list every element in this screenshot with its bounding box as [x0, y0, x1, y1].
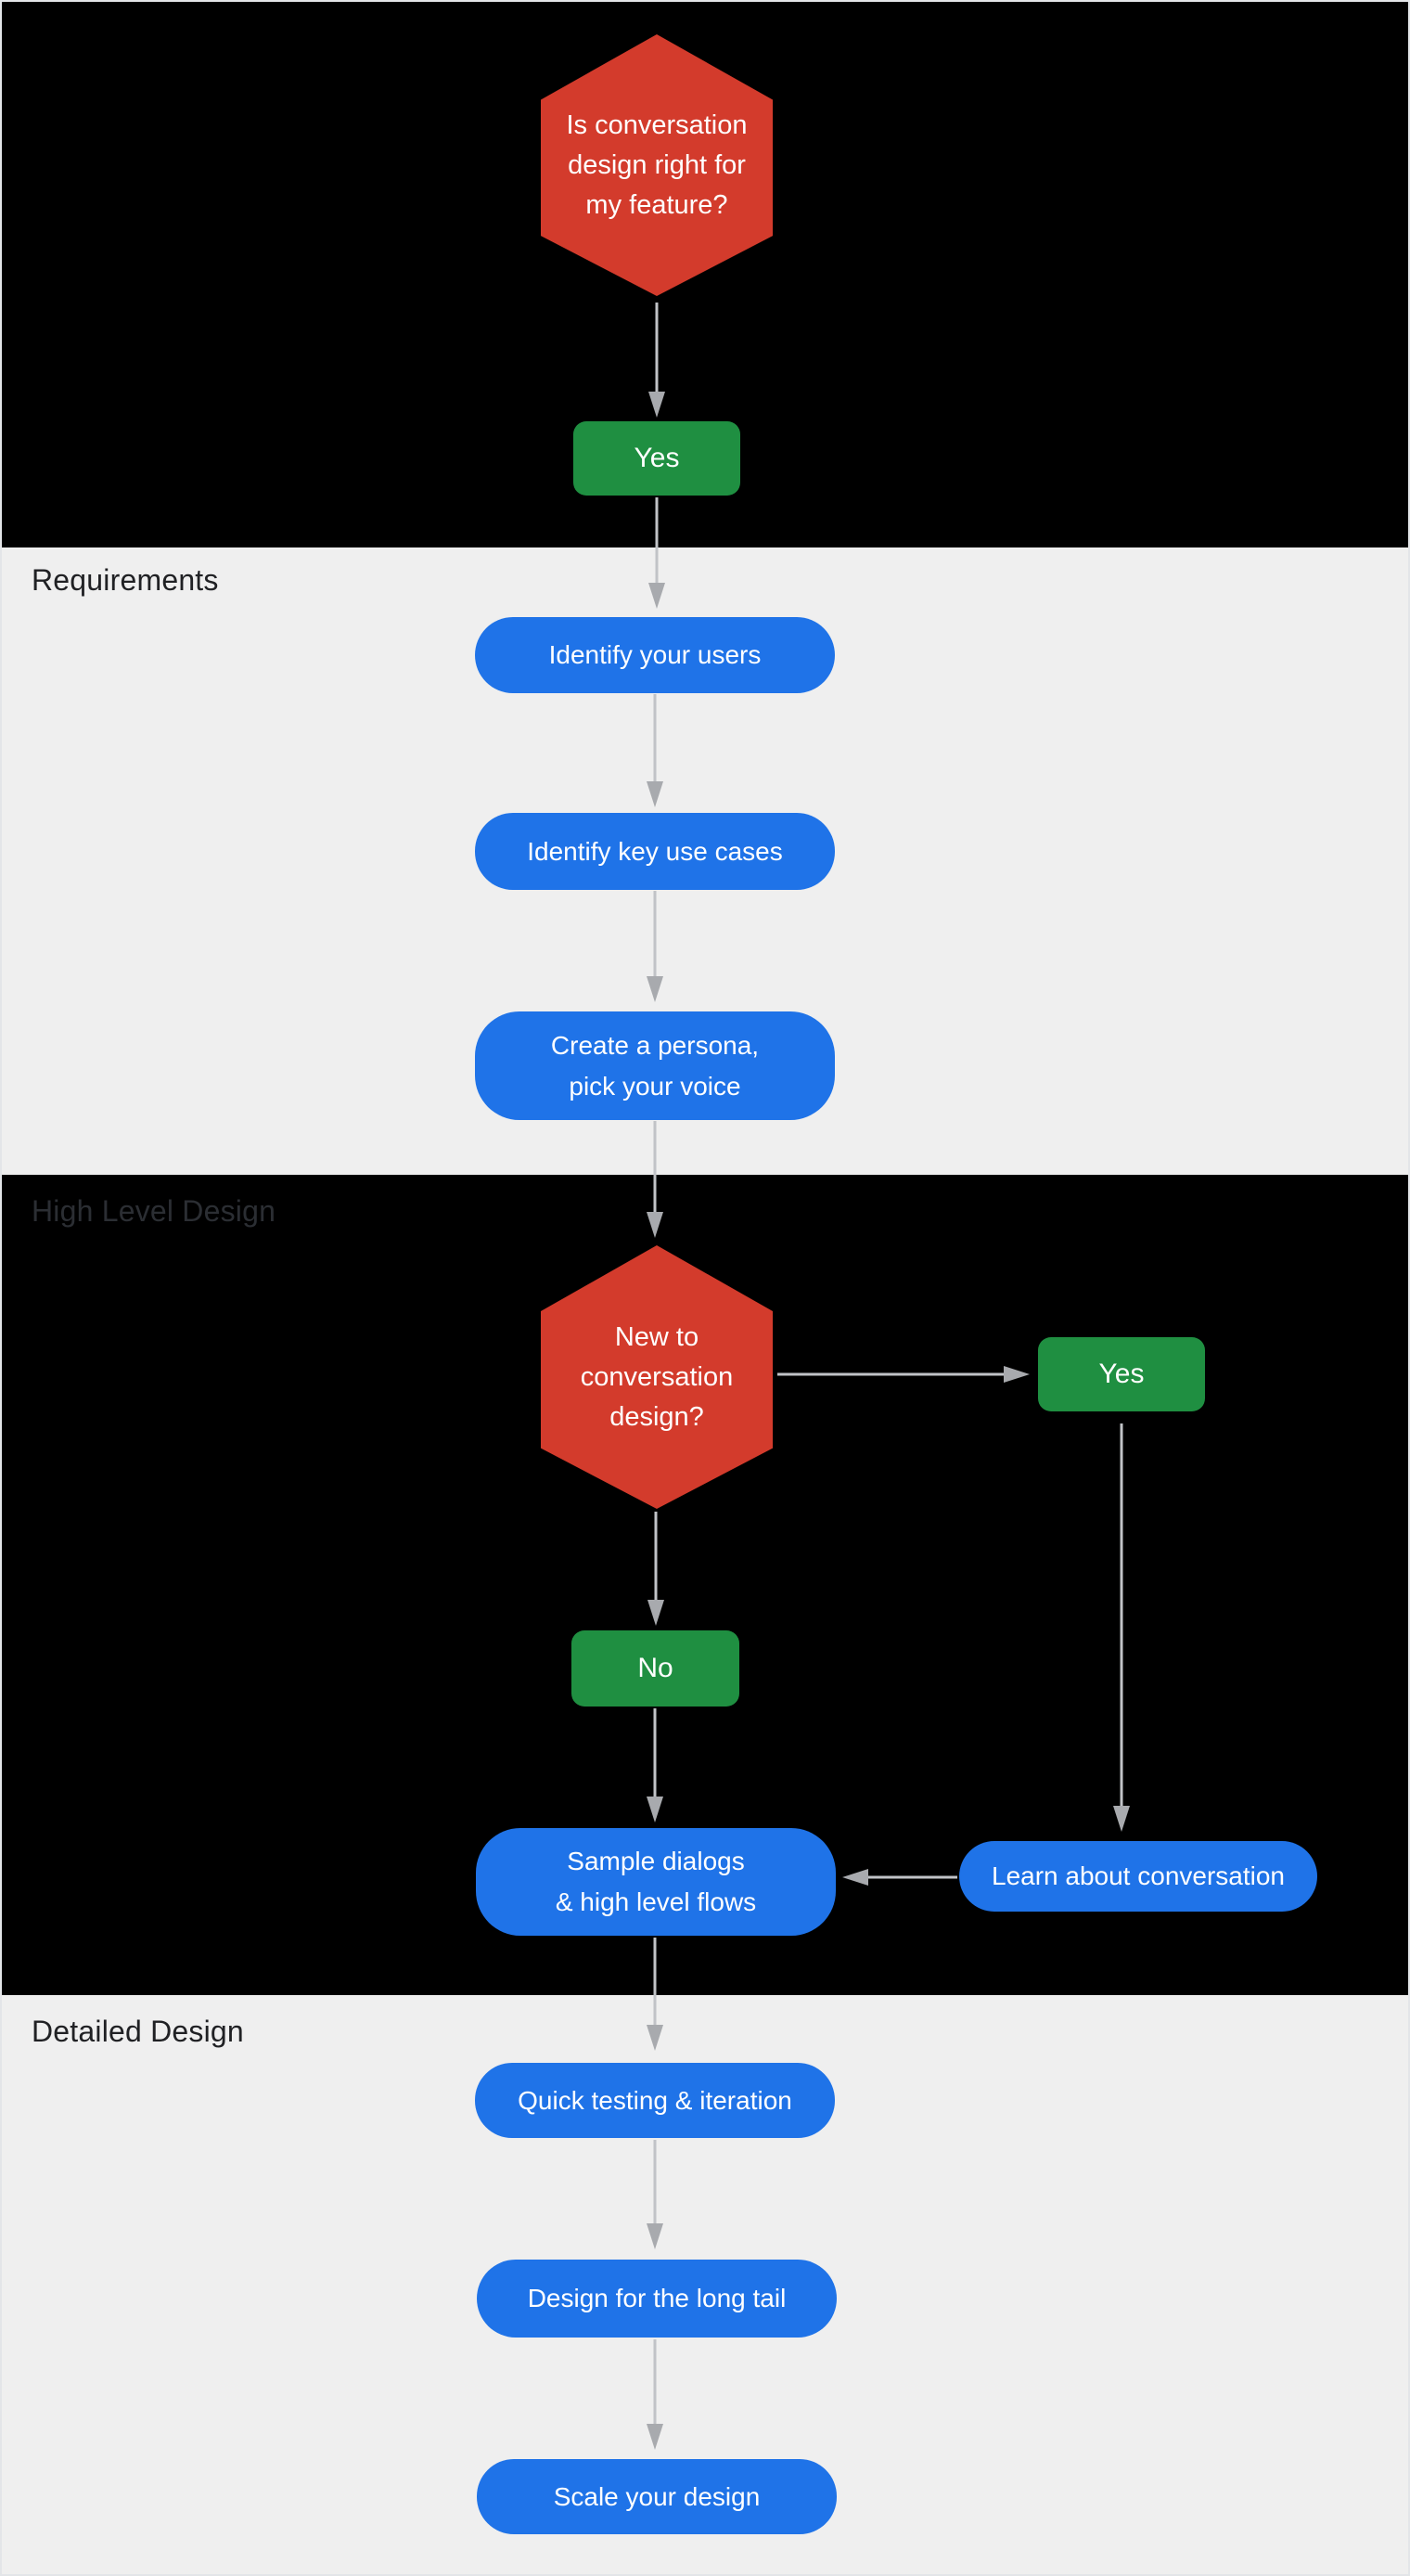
step-label: Sample dialogs & high level flows: [555, 1847, 757, 1916]
decision-text: New to conversation design?: [580, 1321, 734, 1432]
step-scale-your-design[interactable]: Scale your design: [477, 2459, 837, 2534]
step-label: Learn about conversation: [992, 1861, 1285, 1890]
section-label-high-level-design: High Level Design: [32, 1194, 276, 1228]
step-label: Create a persona, pick your voice: [550, 1030, 760, 1101]
section-label-detailed-design: Detailed Design: [32, 2015, 244, 2048]
answer-yes-button[interactable]: Yes: [573, 421, 740, 496]
step-sample-dialogs-high-level-flows[interactable]: Sample dialogs & high level flows: [476, 1828, 836, 1936]
answer-label: No: [637, 1653, 673, 1683]
answer-no-button[interactable]: No: [571, 1630, 739, 1707]
answer-yes-button-2[interactable]: Yes: [1038, 1337, 1205, 1411]
step-label: Identify key use cases: [527, 836, 783, 866]
step-label: Quick testing & iteration: [518, 2085, 792, 2115]
answer-label: Yes: [1098, 1359, 1145, 1389]
decision-text: Is conversation design right for my feat…: [566, 109, 748, 220]
step-design-for-long-tail[interactable]: Design for the long tail: [477, 2260, 837, 2338]
step-label: Scale your design: [553, 2481, 761, 2511]
step-label: Identify your users: [548, 640, 762, 669]
answer-label: Yes: [634, 443, 680, 473]
step-create-persona-pick-voice[interactable]: Create a persona, pick your voice: [475, 1011, 835, 1120]
step-quick-testing-iteration[interactable]: Quick testing & iteration: [475, 2063, 835, 2138]
step-identify-key-use-cases[interactable]: Identify key use cases: [475, 813, 835, 890]
section-label-requirements: Requirements: [32, 563, 219, 597]
step-learn-about-conversation[interactable]: Learn about conversation: [959, 1841, 1317, 1912]
decision-is-conversation-design-right: Is conversation design right for my feat…: [541, 34, 773, 296]
step-identify-your-users[interactable]: Identify your users: [475, 617, 835, 693]
step-label: Design for the long tail: [527, 2284, 787, 2312]
decision-new-to-conversation-design: New to conversation design?: [541, 1245, 773, 1509]
